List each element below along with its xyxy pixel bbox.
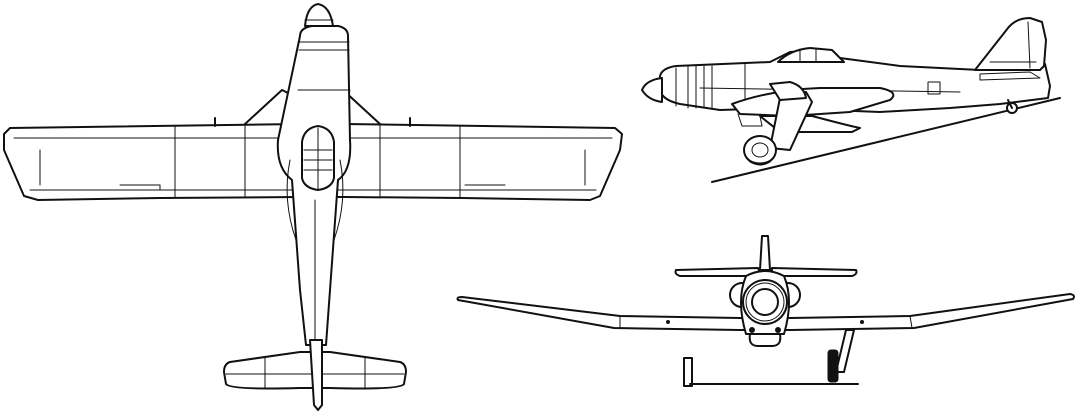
side-view bbox=[641, 17, 1061, 183]
canopy-side bbox=[777, 47, 845, 63]
spinner-side bbox=[641, 77, 663, 103]
ground-line-side bbox=[711, 97, 1061, 183]
front-view bbox=[456, 235, 1075, 387]
main-gear-side bbox=[743, 81, 813, 166]
fin-front bbox=[759, 235, 771, 271]
engine-front bbox=[729, 270, 801, 347]
tail-plane-side bbox=[979, 71, 1041, 81]
main-gear-front bbox=[683, 329, 855, 387]
canopy-top bbox=[301, 125, 335, 191]
fin-side bbox=[974, 17, 1047, 71]
wing-front bbox=[456, 293, 1075, 331]
tail-plane-front bbox=[674, 267, 858, 277]
spinner bbox=[304, 3, 334, 27]
top-view bbox=[3, 3, 623, 411]
tail-plane-top bbox=[223, 339, 407, 411]
